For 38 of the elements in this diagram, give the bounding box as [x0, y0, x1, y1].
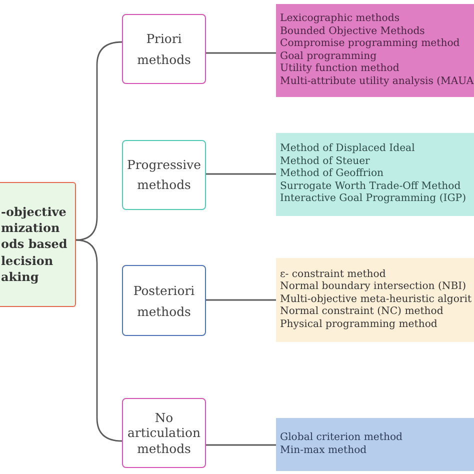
method-item: Method of Steuer	[280, 156, 370, 168]
method-item: Bounded Objective Methods	[280, 26, 425, 38]
method-item: Min-max method	[280, 444, 367, 457]
connector-line	[206, 173, 276, 175]
connector-line	[206, 52, 276, 54]
topic-box	[0, 182, 76, 307]
connector-line	[76, 239, 122, 442]
category-label: No articulation methods	[126, 410, 202, 456]
method-item: Physical programming method	[280, 318, 438, 332]
connector-line	[206, 299, 276, 301]
method-item: Normal boundary intersection (NBI)	[280, 281, 466, 294]
method-list-panel	[276, 133, 474, 216]
method-item: ε- constraint method	[280, 268, 386, 281]
method-item: Compromise programming method	[280, 38, 460, 50]
connector-line	[206, 444, 276, 446]
category-box	[122, 265, 206, 336]
method-item: Multi-attribute utility analysis (MAUA	[280, 76, 474, 88]
method-list-panel	[276, 418, 474, 471]
category-label: Priori methods	[136, 30, 192, 69]
method-item: Goal programming	[280, 50, 377, 63]
method-item: Normal constraint (NC) method	[280, 306, 444, 319]
method-item: Lexicographic methods	[280, 13, 400, 26]
method-item: Interactive Goal Programming (IGP)	[280, 193, 466, 206]
method-item: Method of Displaced Ideal	[280, 143, 415, 156]
category-box	[122, 140, 206, 210]
method-item: Method of Geoffrion	[280, 168, 384, 181]
method-item: Multi-objective meta-heuristic algorit	[280, 294, 472, 306]
method-item: Global criterion method	[280, 432, 403, 444]
topic-text: -objective mization ods based lecision aking	[1, 204, 68, 286]
method-list-panel	[276, 4, 474, 97]
connector-line	[76, 41, 122, 241]
category-label: Posteriori methods	[132, 282, 196, 320]
method-list-panel	[276, 258, 474, 342]
category-label: Progressive methods	[126, 156, 202, 194]
category-box	[122, 398, 206, 468]
method-item: Surrogate Worth Trade-Off Method	[280, 180, 461, 193]
category-box	[122, 14, 206, 84]
method-item: Utility function method	[280, 63, 400, 76]
